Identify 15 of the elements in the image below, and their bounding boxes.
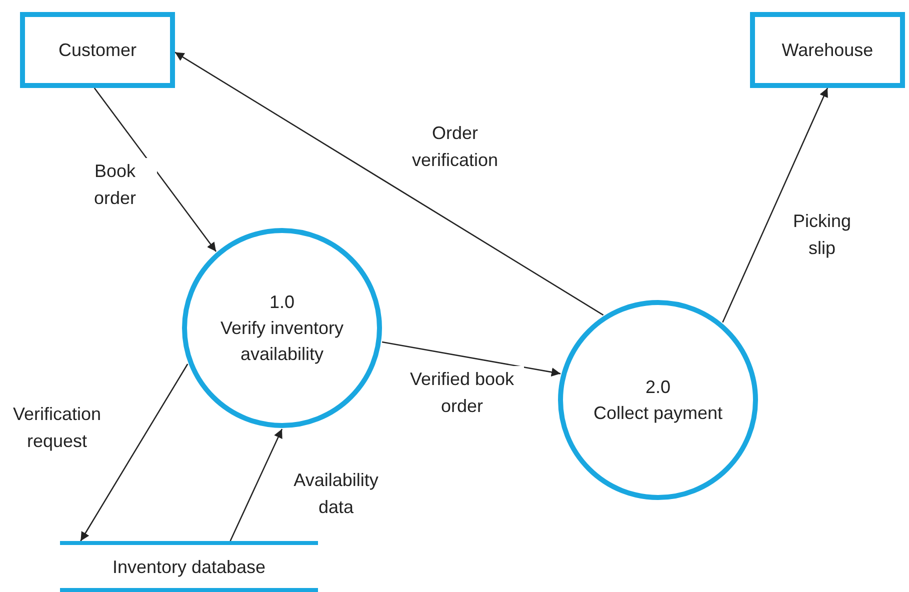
arrow bbox=[174, 52, 604, 316]
arrow bbox=[230, 428, 283, 542]
node-text: Inventory database bbox=[112, 556, 266, 579]
arrow bbox=[722, 88, 828, 323]
node-text: 1.0 bbox=[269, 291, 295, 314]
node-text: Collect payment bbox=[593, 402, 723, 425]
node-text: Warehouse bbox=[782, 39, 874, 62]
external-entity-box bbox=[750, 12, 905, 88]
arrow bbox=[382, 341, 561, 377]
node-text: 2.0 bbox=[645, 376, 671, 399]
node-text: Customer bbox=[58, 39, 137, 62]
node-text: Verify inventory availability bbox=[219, 317, 345, 366]
arrow bbox=[80, 364, 188, 542]
external-entity-box bbox=[20, 12, 175, 88]
arrow bbox=[94, 88, 217, 252]
